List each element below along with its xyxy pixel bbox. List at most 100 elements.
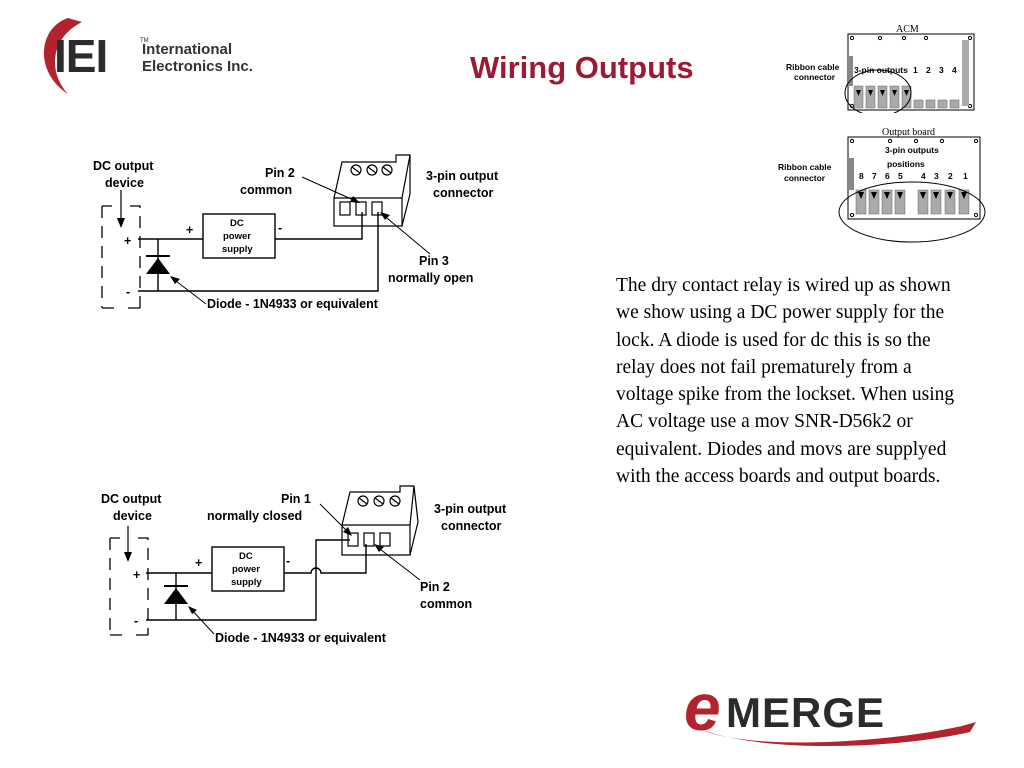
output-board-outputs-line2: positions bbox=[887, 159, 925, 169]
bottom-pin1-arrow bbox=[319, 503, 351, 535]
bottom-device-plus: + bbox=[133, 568, 140, 582]
emerge-logo: e MERGE bbox=[684, 670, 976, 747]
bottom-device-arrowhead bbox=[124, 552, 132, 562]
bottom-dc-output-line2: device bbox=[113, 509, 152, 523]
acm-right-header bbox=[962, 40, 969, 106]
acm-pin-arrows bbox=[856, 90, 909, 96]
bottom-connector-line2: connector bbox=[441, 519, 502, 533]
bottom-pin1-line1: Pin 1 bbox=[281, 492, 311, 506]
top-diode-arrowhead bbox=[170, 276, 180, 284]
output-board-ribbon-line1: Ribbon cable bbox=[778, 162, 832, 172]
top-device-plus: + bbox=[124, 234, 131, 248]
bottom-diode-arrowhead bbox=[188, 606, 197, 614]
logo-company-line2: Electronics Inc. bbox=[142, 58, 253, 75]
output-board-number-4: 4 bbox=[921, 171, 926, 181]
wiring-diagram-normally-open: DC output device + - DC power supply + -… bbox=[93, 154, 499, 311]
output-board-highlight bbox=[838, 181, 986, 243]
bottom-pin1-line2: normally closed bbox=[207, 509, 302, 523]
top-device-minus: - bbox=[126, 285, 130, 299]
wiring-diagram-normally-closed: DC output device + - DC power supply + -… bbox=[101, 485, 507, 645]
bottom-pin2-arrow bbox=[375, 545, 421, 581]
output-board-mount-holes bbox=[849, 138, 979, 218]
top-psu-line3: supply bbox=[222, 244, 253, 255]
bottom-pin1-arrowhead bbox=[343, 527, 352, 536]
iei-logo: IEI TM International Electronics Inc. bbox=[43, 18, 253, 94]
output-board-blocks bbox=[855, 189, 970, 215]
logo-company-line1: International bbox=[142, 41, 232, 58]
output-board-ribbon-bar bbox=[848, 158, 854, 190]
top-pin3-line1: Pin 3 bbox=[419, 254, 449, 268]
bottom-pin2-line1: Pin 2 bbox=[420, 580, 450, 594]
bottom-pin2-arrowhead bbox=[374, 544, 384, 552]
description-text: The dry contact relay is wired up as sho… bbox=[616, 275, 955, 488]
output-board-number-6: 6 bbox=[885, 171, 890, 181]
top-pin2-line2: common bbox=[240, 183, 292, 197]
output-board-number-7: 7 bbox=[872, 171, 877, 181]
top-device-arrowhead bbox=[117, 218, 125, 228]
top-pin3-arrowhead bbox=[380, 212, 390, 220]
output-board-number-3: 3 bbox=[934, 171, 939, 181]
acm-ribbon-label-line2: connector bbox=[794, 72, 836, 82]
output-board-number-5: 5 bbox=[898, 171, 903, 181]
output-board-number-2: 2 bbox=[948, 171, 953, 181]
bottom-dc-output-line1: DC output bbox=[101, 492, 162, 506]
bottom-power-supply-box bbox=[211, 546, 285, 592]
top-connector-line2: connector bbox=[433, 186, 494, 200]
top-dc-device-box bbox=[101, 205, 141, 309]
bottom-3pin-connector bbox=[341, 485, 419, 556]
acm-number-2: 2 bbox=[926, 65, 931, 75]
top-psu-plus: + bbox=[186, 223, 193, 237]
top-diode-label: Diode - 1N4933 or equivalent bbox=[207, 297, 379, 311]
output-board-diagram: Output board Ribbon cable connector 3-pi… bbox=[778, 127, 986, 243]
top-dc-output-line2: device bbox=[105, 176, 144, 190]
logo-swoosh bbox=[43, 18, 82, 94]
page-title: Wiring Outputs bbox=[470, 50, 694, 85]
acm-ribbon-label-line1: Ribbon cable bbox=[786, 62, 840, 72]
top-dc-output-line1: DC output bbox=[93, 159, 154, 173]
logo-letters: IEI bbox=[54, 30, 107, 82]
top-pin3-line2: normally open bbox=[388, 271, 473, 285]
output-board-title: Output board bbox=[882, 127, 935, 138]
top-3pin-connector bbox=[333, 154, 411, 227]
bottom-diode-label: Diode - 1N4933 or equivalent bbox=[215, 631, 387, 645]
output-board-outputs-line1: 3-pin outputs bbox=[885, 145, 939, 155]
top-diode bbox=[146, 239, 170, 291]
output-board-number-1: 1 bbox=[963, 171, 968, 181]
top-connector-line1: 3-pin output bbox=[426, 169, 499, 183]
bottom-psu-line3: supply bbox=[231, 577, 262, 588]
acm-board-diagram: ACM Ribbon cable connector 3-pin outputs… bbox=[786, 24, 975, 113]
top-pin2-arrow bbox=[301, 176, 359, 203]
bottom-connector-line1: 3-pin output bbox=[434, 502, 507, 516]
top-pin2-arrowhead bbox=[350, 196, 360, 203]
bottom-dc-device-box bbox=[109, 537, 149, 636]
acm-number-4: 4 bbox=[952, 65, 957, 75]
top-wires bbox=[138, 212, 379, 292]
output-board-ribbon-line2: connector bbox=[784, 173, 826, 183]
top-diode-arrow bbox=[171, 277, 207, 305]
emerge-e: e bbox=[684, 670, 721, 744]
bottom-pin2-line2: common bbox=[420, 597, 472, 611]
bottom-psu-line1: DC bbox=[239, 551, 253, 562]
bottom-psu-plus: + bbox=[195, 556, 202, 570]
top-psu-minus: - bbox=[278, 221, 282, 235]
bottom-device-minus: - bbox=[134, 614, 138, 628]
acm-number-1: 1 bbox=[913, 65, 918, 75]
acm-number-3: 3 bbox=[939, 65, 944, 75]
acm-ribbon-connector-bar bbox=[848, 56, 853, 86]
acm-outputs-highlight bbox=[844, 69, 912, 113]
top-psu-line2: power bbox=[223, 231, 251, 242]
output-board-pin-arrows bbox=[858, 192, 967, 199]
bottom-wires bbox=[146, 539, 367, 621]
top-pin3-arrow bbox=[381, 213, 431, 255]
top-power-supply-box bbox=[202, 213, 276, 259]
bottom-psu-minus: - bbox=[286, 554, 290, 568]
top-psu-line1: DC bbox=[230, 218, 244, 229]
emerge-text: MERGE bbox=[726, 689, 885, 736]
emerge-swoosh bbox=[702, 722, 976, 747]
acm-title: ACM bbox=[896, 24, 919, 35]
output-board-number-8: 8 bbox=[859, 171, 864, 181]
bottom-psu-line2: power bbox=[232, 564, 260, 575]
bottom-diode bbox=[164, 573, 188, 620]
acm-output-blocks bbox=[853, 85, 960, 109]
top-pin2-line1: Pin 2 bbox=[265, 166, 295, 180]
